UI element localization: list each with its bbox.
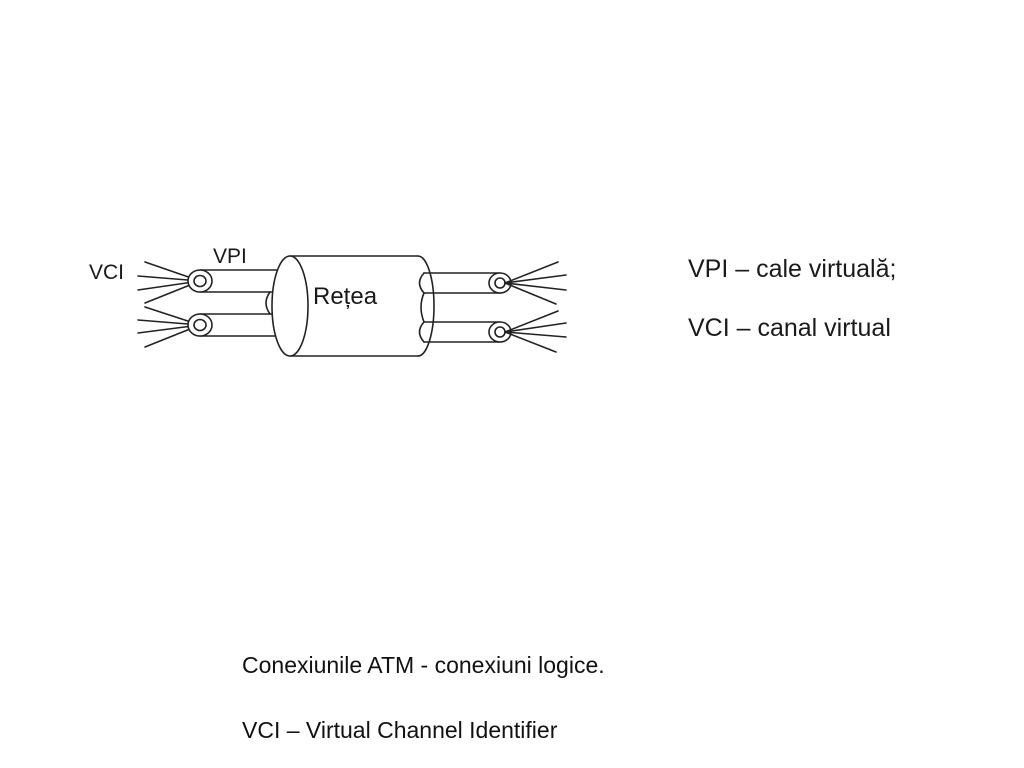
vci-label: VCI [89, 261, 124, 284]
network-label: Rețea [313, 283, 378, 310]
legend-vci: VCI – canal virtual [688, 314, 891, 342]
right-lower-vpi-tube [418, 321, 512, 343]
caption-atm-connections: Conexiunile ATM - conexiuni logice. [242, 652, 605, 678]
right-bundle-bracket [420, 292, 425, 323]
right-upper-vpi-tube [418, 272, 512, 294]
vpi-bundle-bracket [265, 291, 271, 315]
caption-vci-definition: VCI – Virtual Channel Identifier [242, 717, 558, 743]
network-cylinder [271, 255, 435, 357]
left-upper-vpi-tube [187, 269, 287, 293]
right-upper-vci-wires [504, 261, 567, 305]
right-lower-vci-wires [504, 310, 567, 353]
left-lower-vpi-tube [187, 313, 287, 337]
vpi-label: VPI [213, 245, 247, 268]
legend-vpi: VPI – cale virtuală; [688, 255, 897, 283]
